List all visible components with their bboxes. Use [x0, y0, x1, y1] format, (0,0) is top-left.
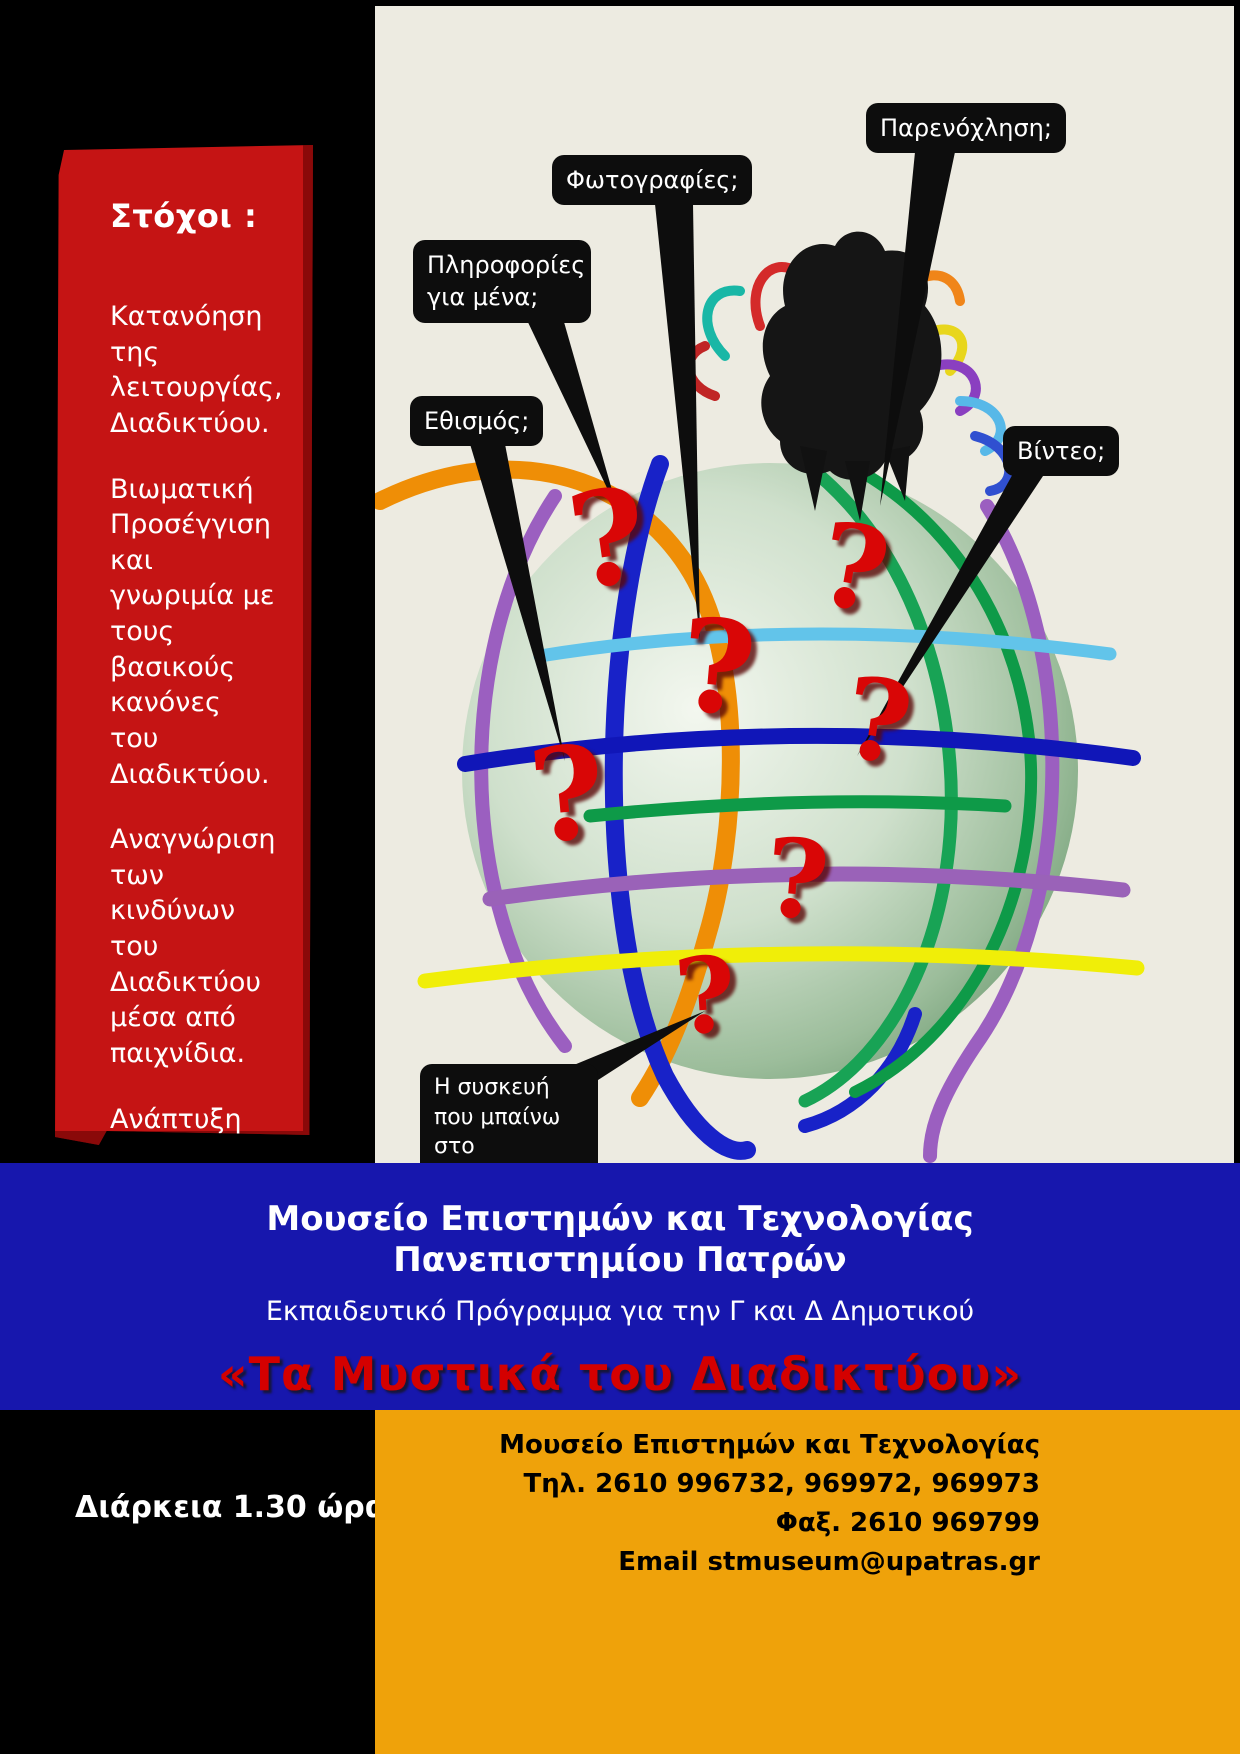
- callout-tails: [470, 152, 1047, 1111]
- callout-video: Βίντεο;: [1003, 426, 1120, 477]
- callout-device: Η συσκευή που μπαίνω στο Διαδίκτυο;: [420, 1064, 598, 1163]
- contact-fax: Φαξ. 2610 969799: [775, 1508, 1040, 1538]
- goal-item: Κατανόηση της λειτουργίας, Διαδικτύου.: [110, 301, 283, 439]
- museum-name-line1: Μουσείο Επιστημών και Τεχνολογίας: [266, 1199, 974, 1239]
- goals-title: Στόχοι :: [110, 197, 258, 235]
- callout-photos: Φωτογραφίες;: [552, 155, 753, 206]
- contact-block: Μουσείο Επιστημών και Τεχνολογίας Τηλ. 2…: [375, 1410, 1240, 1754]
- illustration-area: ? ? ? ? ? ? ? Παρενόχληση; Φωτογραφίες; …: [375, 6, 1234, 1163]
- question-mark: ?: [670, 932, 741, 1059]
- museum-name-line2: Πανεπιστημίου Πατρών: [393, 1240, 847, 1281]
- footer: Διάρκεια 1.30 ώρα Μουσείο Επιστημών και …: [0, 1410, 1240, 1754]
- contact-museum: Μουσείο Επιστημών και Τεχνολογίας: [499, 1430, 1040, 1460]
- question-mark: ?: [523, 717, 612, 873]
- duration-label: Διάρκεια 1.30 ώρα: [75, 1490, 386, 1525]
- goals-content: Στόχοι : Κατανόηση της λειτουργίας, Διαδ…: [55, 145, 313, 1145]
- museum-band: Μουσείο Επιστημών και Τεχνολογίας Πανεπι…: [0, 1163, 1240, 1410]
- goals-ribbon: Στόχοι : Κατανόηση της λειτουργίας, Διαδ…: [55, 145, 313, 1145]
- callout-harassment: Παρενόχληση;: [866, 103, 1066, 154]
- question-mark: ?: [759, 814, 834, 946]
- program-description: Εκπαιδευτικό Πρόγραμμα για την Γ και Δ Δ…: [265, 1295, 975, 1327]
- goal-item: Αναγνώριση των κινδύνων του Διαδικτύου μ…: [110, 824, 276, 1069]
- callout-addiction: Εθισμός;: [410, 396, 544, 447]
- callout-info-about-me: Πληροφορίες για μένα;: [413, 240, 591, 323]
- contact-phone: Τηλ. 2610 996732, 969972, 969973: [523, 1469, 1040, 1499]
- poster-title: «Τα Μυστικά του Διαδικτύου»: [217, 1346, 1023, 1401]
- question-mark: ?: [673, 590, 762, 746]
- globe-illustration: [375, 152, 1145, 1163]
- contact-email: Email stmuseum@upatras.gr: [618, 1547, 1040, 1577]
- goal-item: Βιωματική Προσέγγιση και γνωριμία με του…: [110, 473, 275, 790]
- museum-band-content: Μουσείο Επιστημών και Τεχνολογίας Πανεπι…: [60, 1163, 1180, 1401]
